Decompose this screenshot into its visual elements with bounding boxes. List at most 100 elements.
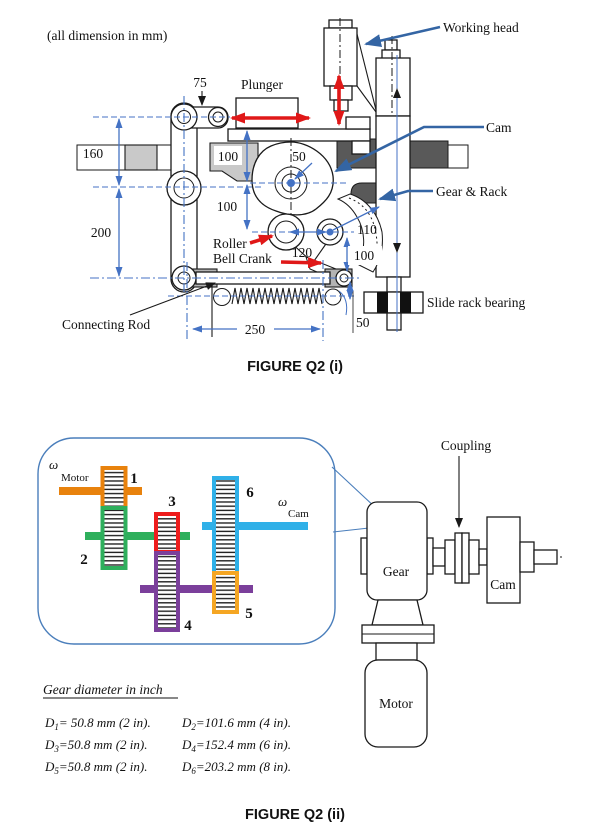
label-cam-disc: Cam: [490, 577, 516, 592]
sector-teeth-dots: [348, 197, 378, 269]
dim-100b: 100: [217, 199, 238, 214]
dim-250: 250: [245, 322, 266, 337]
guide-step-lower: [351, 140, 371, 155]
dim-100c-bg: [348, 246, 382, 265]
gearbox-pedestal: [371, 599, 424, 626]
bracket-line-2: [356, 85, 377, 113]
gearbox-tab-right: [426, 537, 434, 575]
gear-1: [100, 466, 128, 510]
omega-cam-label: Cam: [288, 508, 309, 520]
gear-3: [154, 512, 180, 554]
label-slide-rack-bearing: Slide rack bearing: [427, 295, 525, 310]
gearbox-tab-left: [360, 537, 368, 575]
bearing-band-left: [377, 292, 388, 313]
figure2: 1 2 3 4 5 6 ω Motor ω Cam: [37, 437, 562, 823]
omega-motor-symbol: ω: [49, 457, 58, 472]
working-head-step: [329, 85, 353, 101]
cam-profile: [251, 138, 334, 239]
cam-shaft-stub: [478, 548, 488, 566]
diameter-d1: D1= 50.8 mm (2 in).: [44, 715, 151, 732]
dim-110: 110: [357, 222, 377, 237]
leader-connecting-rod: [129, 282, 216, 316]
label-gearbox: Gear: [383, 564, 410, 579]
diameter-d6: D6=203.2 mm (8 in).: [181, 759, 291, 776]
construction-lines: [90, 96, 362, 341]
diameter-table: Gear diameter in inch D1= 50.8 mm (2 in)…: [43, 682, 291, 776]
label-gear-rack: Gear & Rack: [436, 184, 507, 199]
gear-train-labels: 1 2 3 4 5 6 ω Motor ω Cam: [49, 457, 309, 634]
gearbox-body: [366, 501, 428, 601]
spring-left-eye: [213, 288, 231, 306]
gear-6-number: 6: [246, 485, 254, 501]
dark-block-c: [406, 140, 449, 169]
slide-bearing-block: [363, 291, 424, 314]
dim-120: 120: [292, 245, 313, 260]
dim-100a: 100: [218, 149, 239, 164]
motor-body: [364, 659, 428, 748]
bearing-band-right: [400, 292, 411, 313]
leaders: [129, 25, 484, 316]
label-connecting-rod: Connecting Rod: [62, 317, 150, 332]
omega-motor-label: Motor: [61, 472, 89, 484]
left-wall-gray: [124, 144, 158, 171]
plunger-body: [235, 97, 299, 129]
gear-3-number: 3: [168, 494, 176, 510]
rack-motion-arrow-down: [393, 243, 401, 253]
leader-bell-crank: [280, 257, 323, 269]
diameter-d4: D4=152.4 mm (6 in).: [181, 737, 291, 754]
right-wall: [447, 144, 469, 169]
plunger-guide: [227, 128, 371, 142]
label-motor: Motor: [379, 696, 413, 711]
gear-2: [100, 506, 128, 570]
shaft-stub: [432, 547, 446, 567]
gear-4: [154, 551, 180, 632]
diameter-d2: D2=101.6 mm (4 in).: [181, 715, 291, 732]
leader-cam: [334, 125, 484, 173]
dimensions: [115, 91, 382, 333]
coupling-disc-left: [454, 532, 463, 584]
label-bell-crank: Bell Crank: [213, 251, 272, 266]
dim-110-arrow: [332, 206, 380, 231]
intermediate-shaft-1: [85, 532, 190, 540]
return-spring: [231, 287, 323, 305]
working-head: [323, 18, 377, 113]
gear-2-number: 2: [80, 552, 88, 568]
gear-6: [212, 476, 239, 575]
cam-center-dot: [287, 179, 295, 187]
motor-neck: [375, 642, 418, 661]
coupling-flange-right: [468, 539, 480, 575]
leader-working-head: [364, 25, 441, 47]
gear-4-number: 4: [184, 618, 192, 634]
figure2-caption: FIGURE Q2 (ii): [245, 807, 345, 823]
leader-gear-rack: [378, 188, 433, 202]
cam-hub: [519, 541, 535, 573]
dim-75: 75: [193, 75, 207, 90]
spring-right-eye: [324, 288, 342, 306]
dim-160: 160: [83, 146, 104, 161]
connecting-rod-assembly: [171, 265, 353, 306]
diameter-d5: D5=50.8 mm (2 in).: [44, 759, 147, 776]
figure1: (all dimension in mm): [47, 18, 525, 375]
rack-neck-lower: [386, 312, 402, 331]
label-plunger: Plunger: [241, 77, 284, 92]
intermediate-shaft-2: [140, 585, 253, 593]
gear-train-bubble: [37, 437, 336, 645]
gear-1-number: 1: [130, 471, 138, 487]
dim-200: 200: [91, 225, 112, 240]
guide-step-upper: [345, 116, 371, 130]
coupling-flange-left: [444, 539, 456, 575]
dimension-note: (all dimension in mm): [47, 28, 167, 43]
shaft-end: [533, 549, 558, 565]
working-head-tip: [333, 99, 349, 112]
gear-5-number: 5: [245, 606, 253, 622]
label-cam: Cam: [486, 120, 512, 135]
rack-upper-column: [375, 57, 411, 117]
lever-linkage: [166, 102, 229, 293]
diameter-heading: Gear diameter in inch: [43, 682, 163, 697]
rack-motion-arrow-up: [393, 88, 401, 98]
drive-assembly: Coupling Gear Cam Motor: [360, 438, 562, 748]
cam-shaft: [202, 522, 308, 530]
figure1-caption: FIGURE Q2 (i): [247, 359, 343, 375]
